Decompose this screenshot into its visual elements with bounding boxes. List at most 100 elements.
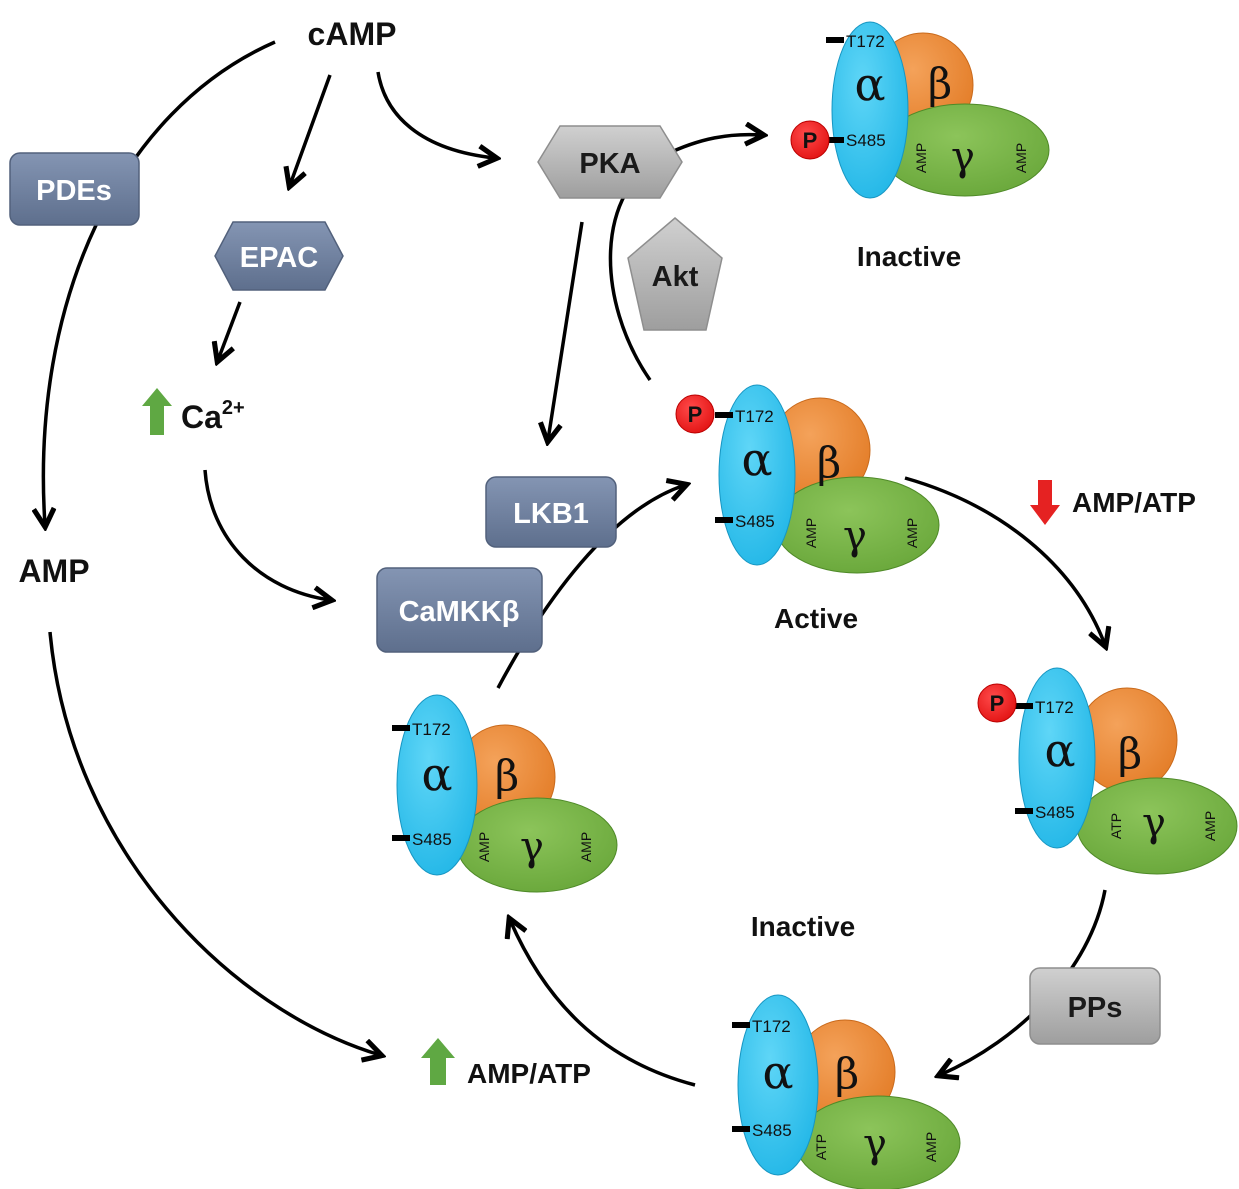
pka-label: PKA	[579, 148, 640, 180]
t172-label: T172	[846, 32, 885, 51]
ampk-complex-inactive-left: α β γ AMP AMP T172 S485	[392, 694, 618, 893]
amp-atp-decrease: AMP/ATP	[1030, 480, 1196, 525]
svg-text:P: P	[803, 128, 818, 153]
amp-atp-increase-label: AMP/ATP	[467, 1058, 591, 1089]
gamma-site-left: AMP	[476, 832, 492, 862]
s485-label: S485	[752, 1121, 792, 1140]
gamma-site-left: AMP	[913, 143, 929, 173]
arrow-active-to-atp-form	[904, 476, 1105, 645]
arrow-pka-to-lkb1	[548, 221, 584, 440]
svg-text:P: P	[688, 402, 703, 427]
up-arrow-icon	[142, 388, 172, 435]
alpha-glyph: α	[1044, 723, 1075, 777]
arrows	[43, 40, 1105, 1087]
beta-glyph: β	[817, 438, 841, 487]
amp-label: AMP	[18, 553, 89, 589]
s485-tick	[826, 137, 844, 143]
svg-text:Ca2+: Ca2+	[181, 397, 245, 435]
s485-label: S485	[412, 830, 452, 849]
s485-tick	[392, 835, 410, 841]
gamma-site-left: ATP	[813, 1134, 829, 1160]
camp-label: cAMP	[308, 16, 397, 52]
alpha-subunit	[718, 384, 796, 566]
s485-tick	[1015, 808, 1033, 814]
camkkb-box: CaMKKβ	[376, 567, 543, 653]
epac-label: EPAC	[240, 242, 318, 274]
arrow-epac-to-ca	[218, 301, 242, 360]
amp-atp-decrease-label: AMP/ATP	[1072, 487, 1196, 518]
beta-glyph: β	[495, 751, 519, 800]
gamma-site-left: ATP	[1108, 813, 1124, 839]
ampk-complex-dephosphorylated: α β γ ATP AMP T172 S485	[732, 994, 961, 1189]
pdes-box: PDEs	[9, 152, 140, 226]
pdes-label: PDEs	[36, 175, 112, 207]
ampk-complex-atp-bound: α β γ ATP AMP T172 S485 P	[977, 667, 1238, 875]
t172-label: T172	[1035, 698, 1074, 717]
pka-hexagon: PKA	[537, 125, 683, 199]
svg-text:P: P	[990, 691, 1005, 716]
t172-tick	[826, 37, 844, 43]
beta-glyph: β	[835, 1049, 859, 1098]
arrow-camp-to-epac	[290, 74, 332, 185]
s485-label: S485	[735, 512, 775, 531]
akt-pentagon: Akt	[627, 217, 723, 331]
gamma-site-right: AMP	[904, 518, 920, 548]
ca-increase: Ca2+	[142, 388, 245, 435]
phospho-t172: P	[675, 394, 715, 434]
pps-box: PPs	[1029, 967, 1161, 1045]
t172-tick	[715, 412, 733, 418]
ampk-complex-active: α β γ AMP AMP T172 S485 P	[675, 384, 940, 574]
epac-hexagon: EPAC	[214, 221, 344, 291]
pps-label: PPs	[1068, 992, 1123, 1024]
t172-tick	[392, 725, 410, 731]
t172-tick	[1015, 703, 1033, 709]
alpha-glyph: α	[762, 1045, 793, 1099]
state-label-active: Active	[774, 603, 858, 634]
lkb1-label: LKB1	[513, 498, 589, 530]
arrow-dephospho-to-left	[510, 920, 696, 1087]
gamma-site-right: AMP	[923, 1132, 939, 1162]
arrow-amp-to-ampatp	[48, 631, 380, 1055]
s485-tick	[715, 517, 733, 523]
alpha-glyph: α	[421, 747, 452, 801]
gamma-site-right: AMP	[578, 832, 594, 862]
down-arrow-icon	[1030, 480, 1060, 525]
t172-label: T172	[735, 407, 774, 426]
phospho-t172: P	[977, 683, 1017, 723]
t172-tick	[732, 1022, 750, 1028]
s485-label: S485	[1035, 803, 1075, 822]
alpha-subunit	[737, 994, 819, 1176]
gamma-site-right: AMP	[1202, 811, 1218, 841]
t172-label: T172	[752, 1017, 791, 1036]
t172-label: T172	[412, 720, 451, 739]
gamma-glyph: γ	[863, 1121, 887, 1167]
gamma-site-right: AMP	[1013, 143, 1029, 173]
alpha-glyph: α	[741, 432, 772, 486]
camkkb-label: CaMKKβ	[399, 596, 520, 628]
akt-label: Akt	[652, 261, 699, 293]
s485-tick	[732, 1126, 750, 1132]
ampk-complex-inactive-top: α β γ AMP AMP T172 S485 P	[790, 21, 1050, 199]
arrow-camp-to-pka	[376, 71, 495, 158]
up-arrow-icon	[421, 1038, 455, 1085]
gamma-glyph: γ	[843, 513, 867, 559]
alpha-subunit	[831, 21, 909, 199]
arrow-ca-to-camkkb	[203, 469, 330, 600]
lkb1-box: LKB1	[485, 476, 617, 548]
alpha-subunit	[1018, 667, 1096, 849]
alpha-subunit	[396, 694, 478, 876]
ca-label: Ca	[181, 399, 222, 435]
s485-label: S485	[846, 131, 886, 150]
gamma-glyph: γ	[520, 824, 544, 870]
amp-atp-increase: AMP/ATP	[421, 1038, 591, 1089]
arrow-bottom-to-active	[496, 485, 685, 689]
state-label-inactive-bottom: Inactive	[751, 911, 855, 942]
beta-glyph: β	[928, 59, 952, 108]
gamma-site-left: AMP	[803, 518, 819, 548]
gamma-glyph: γ	[1142, 800, 1166, 846]
alpha-glyph: α	[854, 57, 885, 111]
phospho-s485: P	[790, 120, 830, 160]
ca-superscript: 2+	[222, 397, 245, 419]
beta-glyph: β	[1118, 729, 1142, 778]
